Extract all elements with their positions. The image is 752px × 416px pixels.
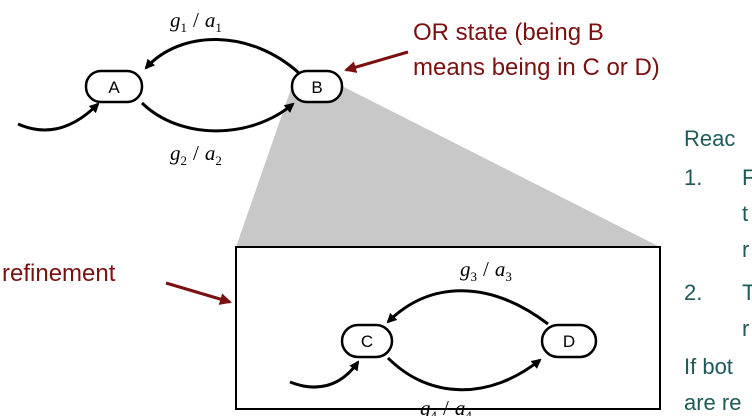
or-state-annotation-line1: OR state (being B — [413, 19, 604, 46]
state-d-label: D — [563, 332, 575, 351]
state-c — [340, 323, 394, 359]
side-item1-line1: F — [742, 165, 752, 190]
refinement-pointer-arrow — [165, 281, 232, 305]
side-item1-number: 1. — [684, 165, 702, 190]
side-item2-line1: T — [742, 280, 752, 305]
zoom-projection — [236, 86, 660, 247]
refinement-annotation: refinement — [2, 260, 116, 287]
state-b — [290, 69, 344, 104]
side-item2-number: 2. — [684, 280, 702, 305]
transition-label-lower: g2/a2 — [170, 141, 222, 168]
or-state-annotation-line2: means being in C or D) — [413, 54, 660, 81]
state-a — [84, 69, 144, 104]
side-item1-line2: t — [742, 201, 748, 226]
side-item1-line3: r — [742, 237, 749, 262]
refinement-initial-transition-arrow — [289, 360, 360, 389]
side-heading: Reac — [684, 126, 735, 151]
refinement-transition-label-lower: g4/a4 — [420, 396, 472, 416]
state-c-label: C — [361, 332, 373, 351]
transition-d-to-c — [386, 289, 549, 326]
refinement-transition-label-upper: g3/a3 — [460, 257, 512, 284]
state-b-label: B — [311, 78, 322, 97]
state-a-label: A — [108, 78, 120, 97]
side-item2-line2: r — [742, 316, 749, 341]
transition-label-upper: g1/a1 — [170, 8, 222, 35]
or-state-pointer-arrow — [344, 50, 409, 73]
side-footer-line2: are re — [684, 390, 741, 415]
transition-b-to-a — [144, 38, 302, 76]
transition-a-to-b — [140, 101, 295, 133]
state-d — [540, 323, 598, 359]
initial-transition-arrow — [17, 102, 100, 132]
transition-c-to-d — [386, 356, 542, 392]
side-footer-line1: If bot — [684, 354, 733, 379]
